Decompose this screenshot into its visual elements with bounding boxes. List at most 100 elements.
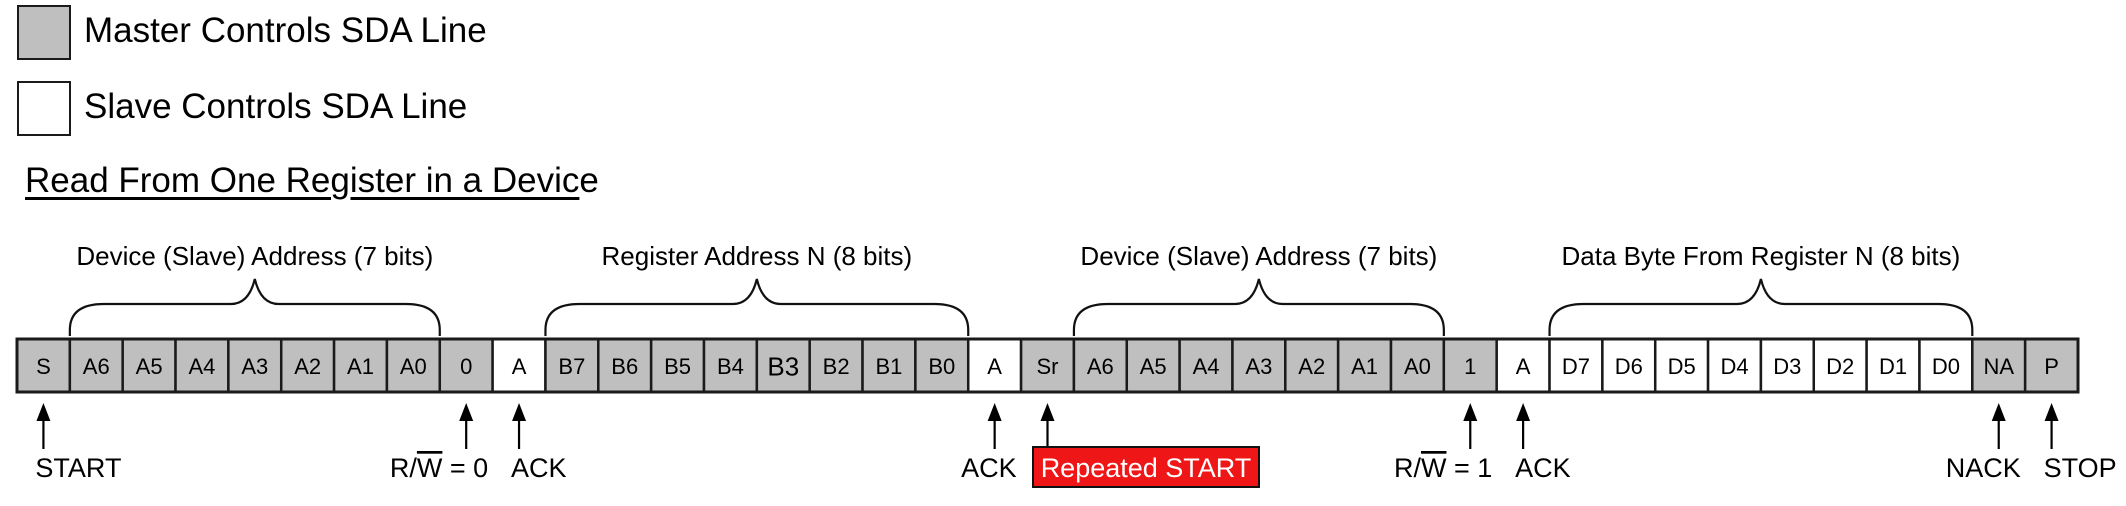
bit-cell-a2: A2 <box>279 337 336 394</box>
bit-cell-a: A <box>966 337 1023 394</box>
arrow-up-icon <box>1516 403 1531 421</box>
bit-cell-label: D7 <box>1562 354 1590 379</box>
bit-cell-label: A6 <box>1087 354 1114 379</box>
bit-cell-label: B4 <box>717 354 744 379</box>
bit-cell-a1: A1 <box>1336 337 1393 394</box>
bit-cell-box <box>1495 337 1551 394</box>
bit-cell-a: A <box>491 337 547 394</box>
bit-cell-label: Sr <box>1037 354 1059 379</box>
bit-cell-box <box>1019 337 1076 394</box>
bit-cell-1: 1 <box>1442 337 1498 394</box>
group-label: Device (Slave) Address (7 bits) <box>1080 241 1437 271</box>
group-braces: Device (Slave) Address (7 bits) Register … <box>68 241 1974 336</box>
curly-brace-icon <box>1072 278 1445 336</box>
marker-nack: NACK <box>1946 403 2021 483</box>
marker-r-w-0: R/W = 0 <box>390 403 488 483</box>
bit-cell-box <box>914 337 970 394</box>
marker-label: START <box>35 453 121 483</box>
legend-master-label: Master Controls SDA Line <box>84 11 487 50</box>
arrow-up-icon <box>1463 403 1478 421</box>
bit-cell-a4: A4 <box>174 337 230 394</box>
marker-label: ACK <box>1515 453 1571 483</box>
bit-cell-label: NA <box>1983 354 2014 379</box>
bit-cell-label: A4 <box>1193 354 1220 379</box>
bit-cell-label: A <box>1516 354 1531 379</box>
bit-cell-box <box>1125 337 1181 394</box>
bit-cell-box <box>649 337 706 394</box>
diagram-title-underlined: Read From One Register in a Devic <box>25 161 580 200</box>
bit-cell-d2: D2 <box>1812 337 1868 394</box>
marker-ack: ACK <box>961 403 1017 483</box>
curly-brace-icon <box>68 278 441 336</box>
group-label: Register Address N (8 bits) <box>602 241 913 271</box>
bit-cell-a6: A6 <box>1072 337 1129 394</box>
curly-brace-icon <box>544 278 970 336</box>
bit-cell-b6: B6 <box>597 337 653 394</box>
bit-cell-d3: D3 <box>1759 337 1816 394</box>
bit-cell-sr: Sr <box>1019 337 1076 394</box>
legend-slave-swatch <box>17 81 71 136</box>
bit-cell-box <box>121 337 177 394</box>
bit-cell-label: A3 <box>241 354 268 379</box>
arrow-up-icon <box>2044 403 2059 421</box>
bit-cell-box <box>544 337 600 394</box>
bit-cell-label: B3 <box>767 352 799 382</box>
bit-cell-b4: B4 <box>702 337 759 394</box>
bit-cell-label: D2 <box>1826 354 1854 379</box>
arrow-up-icon <box>1040 403 1055 421</box>
marker-label: ACK <box>961 453 1017 483</box>
rw-label: R/W = 1 <box>1394 453 1492 483</box>
bit-cell-label: S <box>36 354 51 379</box>
bit-cell-label: D5 <box>1668 354 1696 379</box>
arrow-up-icon <box>512 403 527 421</box>
bit-cell-0: 0 <box>438 337 494 394</box>
legend-slave-label: Slave Controls SDA Line <box>84 87 468 126</box>
curly-brace-icon <box>1548 278 1974 336</box>
bit-cell-label: A1 <box>1351 354 1378 379</box>
bit-cell-d5: D5 <box>1653 337 1710 394</box>
group-1: Device (Slave) Address (7 bits) <box>68 241 441 336</box>
bit-cell-a3: A3 <box>227 337 283 394</box>
frame-outline <box>15 337 2080 394</box>
group-2: Register Address N (8 bits) <box>544 241 970 336</box>
repeated-start-label: Repeated START <box>1041 453 1252 483</box>
bit-cell-s: S <box>15 337 72 394</box>
arrow-up-icon <box>36 403 51 421</box>
bit-cell-box <box>491 337 547 394</box>
bit-cell-label: B6 <box>611 354 638 379</box>
bit-cell-b1: B1 <box>861 337 917 394</box>
bit-cell-b7: B7 <box>544 337 600 394</box>
bit-cell-p: P <box>2023 337 2080 394</box>
marker-r-w-1: R/W = 1 <box>1394 403 1492 483</box>
bit-cell-d6: D6 <box>1601 337 1657 394</box>
group-label: Device (Slave) Address (7 bits) <box>76 241 433 271</box>
bit-cell-label: B5 <box>664 354 691 379</box>
group-4: Data Byte From Register N (8 bits) <box>1548 241 1974 336</box>
diagram-title: Read From One Register in a Device <box>25 163 599 198</box>
marker-ack: ACK <box>1515 403 1571 483</box>
bit-cell-a2: A2 <box>1284 337 1340 394</box>
bit-cell-b5: B5 <box>649 337 706 394</box>
bit-cell-label: B2 <box>823 354 850 379</box>
bit-cell-box <box>1759 337 1816 394</box>
arrow-up-icon <box>987 403 1002 421</box>
bit-cell-a5: A5 <box>1125 337 1181 394</box>
markers: START R/W = 0 ACK ACK Repeated START R/W = 1 A… <box>35 403 2117 488</box>
bit-cell-a6: A6 <box>68 337 124 394</box>
bit-cell-label: A0 <box>400 354 427 379</box>
bit-cell-a0: A0 <box>385 337 442 394</box>
repeated-start-badge <box>1032 446 1260 488</box>
bit-cell-a3: A3 <box>1231 337 1287 394</box>
bit-cell-na: NA <box>1971 337 2027 394</box>
bit-cell-label: A1 <box>347 354 374 379</box>
legend-master-swatch <box>17 5 71 60</box>
bit-cell-a5: A5 <box>121 337 177 394</box>
arrow-up-icon <box>459 403 474 421</box>
bit-cell-box <box>1389 337 1446 394</box>
marker-label: ACK <box>511 453 567 483</box>
marker-label: STOP <box>2044 453 2117 483</box>
bit-cell-label: A <box>512 354 527 379</box>
bit-cell-label: A2 <box>1298 354 1325 379</box>
